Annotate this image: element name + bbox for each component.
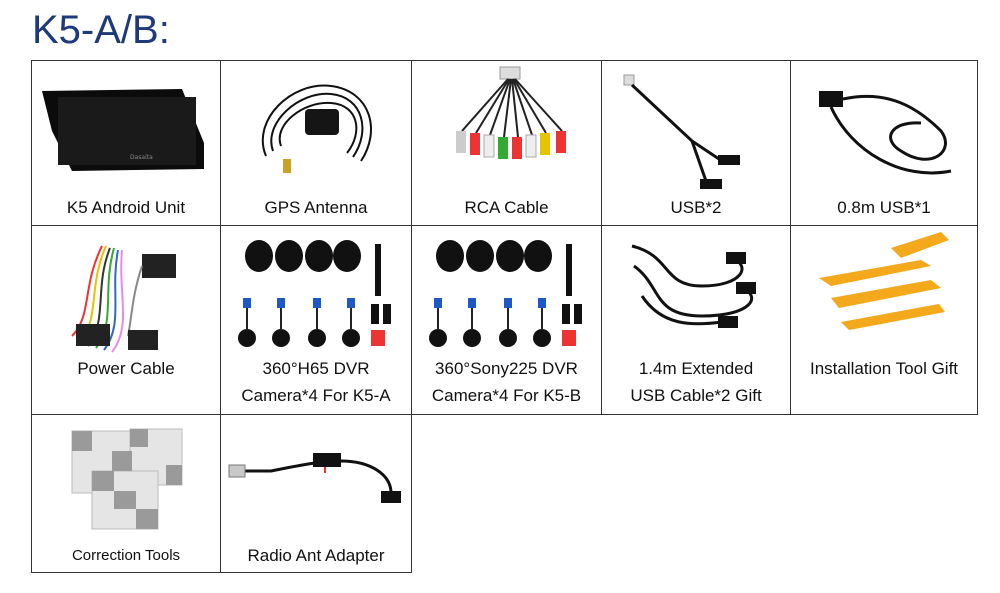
- item-usb-08m: 0.8m USB*1: [790, 60, 978, 226]
- item-h65-camera: 360°H65 DVR Camera*4 For K5-A: [220, 225, 412, 415]
- item-label: Correction Tools: [71, 547, 181, 564]
- item-correction-tools: Correction Tools: [31, 414, 221, 573]
- item-usb-2: USB*2: [601, 60, 791, 226]
- item-radio-ant-adapter: Radio Ant Adapter: [220, 414, 412, 573]
- item-label-line2: Camera*4 For K5-B: [431, 386, 582, 405]
- item-rca-cable: RCA Cable: [411, 60, 602, 226]
- item-gps-antenna: GPS Antenna: [220, 60, 412, 226]
- sony225-camera-image: [429, 240, 582, 347]
- item-sony225-camera: 360°Sony225 DVR Camera*4 For K5-B: [411, 225, 602, 415]
- h65-camera-image: [238, 240, 391, 347]
- item-power-cable: Power Cable: [31, 225, 221, 415]
- svg-text:Dasaita: Dasaita: [130, 154, 153, 161]
- correction-tools-image: [71, 428, 183, 530]
- power-cable-image: [71, 245, 176, 353]
- item-label: Radio Ant Adapter: [247, 546, 385, 565]
- usb-cable-image: [623, 74, 740, 189]
- item-label-line2: Camera*4 For K5-A: [241, 386, 391, 405]
- item-label: GPS Antenna: [264, 198, 368, 217]
- item-label: RCA Cable: [464, 198, 549, 217]
- item-label-line1: 1.4m Extended: [638, 359, 754, 378]
- item-android-unit: Dasaita K5 Android Unit: [31, 60, 221, 226]
- item-installation-tool: Installation Tool Gift: [790, 225, 978, 415]
- item-label-line1: 360°Sony225 DVR: [435, 359, 578, 378]
- extended-usb-image: [631, 244, 756, 328]
- gps-antenna-image: [261, 84, 372, 173]
- usb-08m-image: [819, 91, 952, 175]
- item-extended-usb: 1.4m Extended USB Cable*2 Gift: [601, 225, 791, 415]
- installation-tool-image: [819, 232, 949, 330]
- rca-cable-image: [456, 66, 566, 159]
- item-label: Installation Tool Gift: [809, 359, 959, 378]
- item-label-line2: USB Cable*2 Gift: [630, 386, 762, 405]
- item-label: Power Cable: [77, 359, 175, 378]
- android-unit-image: Dasaita: [42, 89, 204, 171]
- item-label: USB*2: [670, 198, 722, 217]
- item-label: K5 Android Unit: [66, 198, 186, 217]
- radio-ant-adapter-image: [228, 453, 401, 503]
- item-label: 0.8m USB*1: [837, 198, 931, 217]
- page-title: K5-A/B:: [32, 8, 170, 52]
- item-label-line1: 360°H65 DVR: [262, 359, 370, 378]
